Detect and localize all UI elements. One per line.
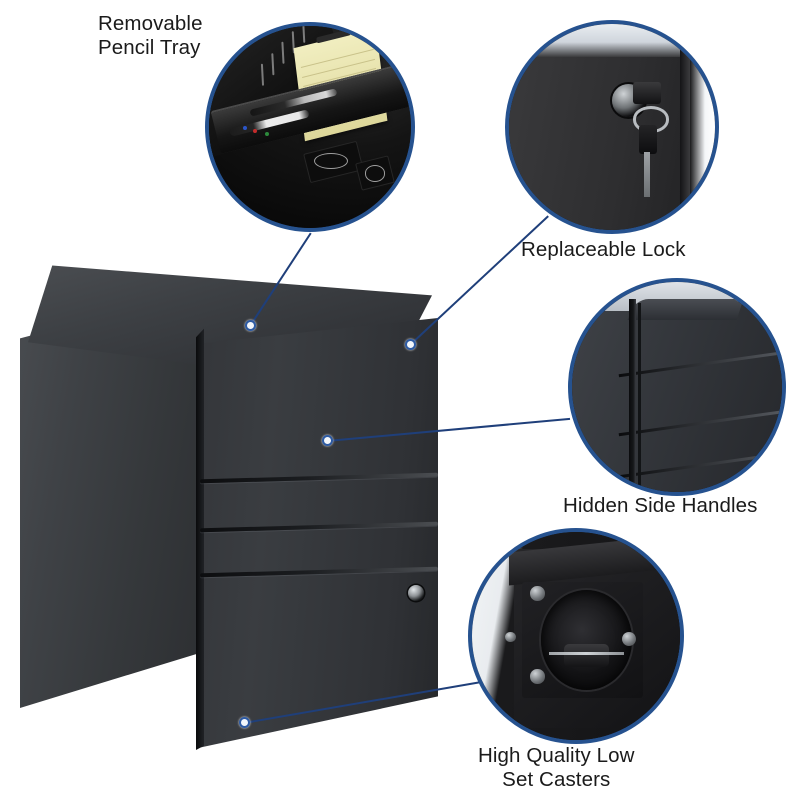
marker-cap-blue xyxy=(243,125,248,130)
pencil-tray-photo xyxy=(209,26,411,228)
mounting-screw-bottom-left xyxy=(530,669,545,684)
cabinet-front-left-edge xyxy=(196,328,204,750)
mounting-screw-far-left xyxy=(505,631,516,643)
mounting-screw-right xyxy=(621,631,637,647)
cabinet-vertical-edge xyxy=(628,298,636,492)
hidden-handle-seam-upper xyxy=(618,349,782,378)
callout-circle-handles xyxy=(568,278,786,496)
callout-label-lock: Replaceable Lock xyxy=(521,238,686,261)
marker-cap-red xyxy=(253,129,258,134)
binder-clip xyxy=(364,165,385,182)
lock-and-keys-photo xyxy=(509,24,715,230)
cabinet-drawer-fronts xyxy=(198,318,438,748)
callout-label-casters: High Quality Low Set Casters xyxy=(478,744,635,792)
side-handle-seam-photo xyxy=(572,282,782,492)
callout-circle-casters xyxy=(468,528,684,744)
hidden-handle-seam-bottom xyxy=(618,450,782,478)
cabinet-vertical-edge-shadow xyxy=(638,303,642,492)
cabinet-lock-cylinder xyxy=(408,585,424,601)
cabinet-rounded-corner xyxy=(627,298,744,320)
caster-wheel-photo xyxy=(472,532,680,740)
anchor-dot-lock xyxy=(405,339,416,350)
anchor-dot-casters xyxy=(239,717,250,728)
callout-label-handles: Hidden Side Handles xyxy=(563,494,758,517)
callout-circle-lock xyxy=(505,20,719,234)
mounting-screw-top-left xyxy=(530,586,545,601)
product-photo-file-cabinet xyxy=(0,240,470,760)
caster-wheel xyxy=(563,644,610,668)
key-blade xyxy=(643,151,651,198)
caster-socket xyxy=(540,590,633,691)
spare-key-head xyxy=(638,124,658,154)
marker-cap-green xyxy=(264,132,269,137)
callout-circle-pencil-tray xyxy=(205,22,415,232)
paper-clips xyxy=(314,153,349,170)
anchor-dot-handles xyxy=(322,435,333,446)
anchor-dot-pencil-tray xyxy=(245,320,256,331)
cabinet-side-highlight xyxy=(690,52,715,230)
cabinet-front-edge xyxy=(679,48,691,230)
callout-label-pencil-tray: Removable Pencil Tray xyxy=(98,12,203,60)
hidden-handle-seam-lower xyxy=(618,408,782,436)
key-head xyxy=(632,81,662,105)
caster-axle xyxy=(548,651,624,655)
